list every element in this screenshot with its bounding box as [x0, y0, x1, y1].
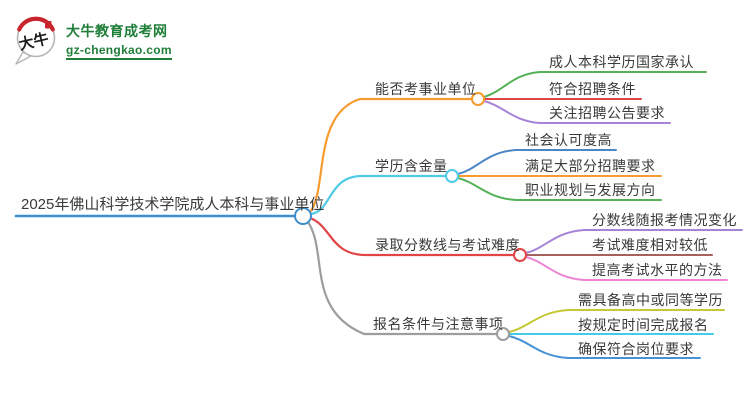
- branch-3-label: 录取分数线与考试难度: [375, 237, 520, 253]
- branch-4-child-1-line: [508, 309, 725, 333]
- branch-3-child-1-label: 分数线随报考情况变化: [592, 212, 737, 228]
- branch-3-child-3-label: 提高考试水平的方法: [592, 262, 723, 278]
- branch-1-label: 能否考事业单位: [375, 81, 477, 97]
- branch-1-child-1-line: [483, 71, 707, 98]
- branch-3-child-2-label: 考试难度相对较低: [592, 237, 708, 253]
- branch-2-child-1-label: 社会认可度高: [525, 132, 612, 148]
- branch-1-group: [308, 71, 707, 214]
- branch-2-child-3-line: [457, 177, 662, 201]
- site-logo: 大牛 大牛教育成考网 gz-chengkao.com: [12, 15, 172, 67]
- branch-2-child-1-line: [457, 149, 617, 175]
- branch-2-label: 学历含金量: [375, 158, 448, 174]
- branch-4-child-1-label: 需具备高中或同等学历: [578, 292, 723, 308]
- branch-1-child-1-label: 成人本科学历国家承认: [549, 54, 694, 70]
- branch-2-line: [309, 174, 448, 216]
- logo-text-block: 大牛教育成考网 gz-chengkao.com: [66, 15, 172, 60]
- branch-4-child-2-label: 按规定时间完成报名: [578, 317, 709, 333]
- branch-4-child-3-line: [508, 335, 701, 359]
- branch-1-node-circle: [471, 92, 485, 106]
- site-name: 大牛教育成考网: [66, 23, 168, 39]
- site-url: gz-chengkao.com: [66, 43, 172, 60]
- root-node-label: 2025年佛山科学技术学院成人本科与事业单位: [21, 196, 325, 213]
- branch-1-child-2-label: 符合招聘条件: [549, 81, 636, 97]
- red-seal: [45, 21, 52, 29]
- branch-2-node-circle: [445, 169, 459, 183]
- branch-3-child-1-line: [525, 229, 743, 254]
- branch-4-child-3-label: 确保符合岗位要求: [578, 341, 694, 357]
- branch-3-node-circle: [513, 248, 527, 262]
- branch-2-group: [309, 149, 662, 216]
- branch-3-child-3-line: [525, 256, 728, 281]
- branch-1-child-3-line: [483, 100, 671, 124]
- cow-bubble-logo-icon: 大牛: [15, 16, 56, 65]
- branch-4-node-circle: [496, 327, 510, 341]
- branch-4-group: [306, 220, 725, 359]
- branch-3-line: [308, 216, 516, 257]
- branch-2-child-2-label: 满足大部分招聘要求: [525, 158, 656, 174]
- branch-1-line: [308, 97, 474, 214]
- branch-4-label: 报名条件与注意事项: [373, 316, 504, 332]
- branch-2-child-3-label: 职业规划与发展方向: [525, 182, 656, 198]
- root-node-circle: [294, 207, 312, 225]
- branch-4-line: [306, 220, 499, 336]
- branch-1-child-3-label: 关注招聘公告要求: [549, 105, 665, 121]
- branch-3-group: [308, 216, 743, 281]
